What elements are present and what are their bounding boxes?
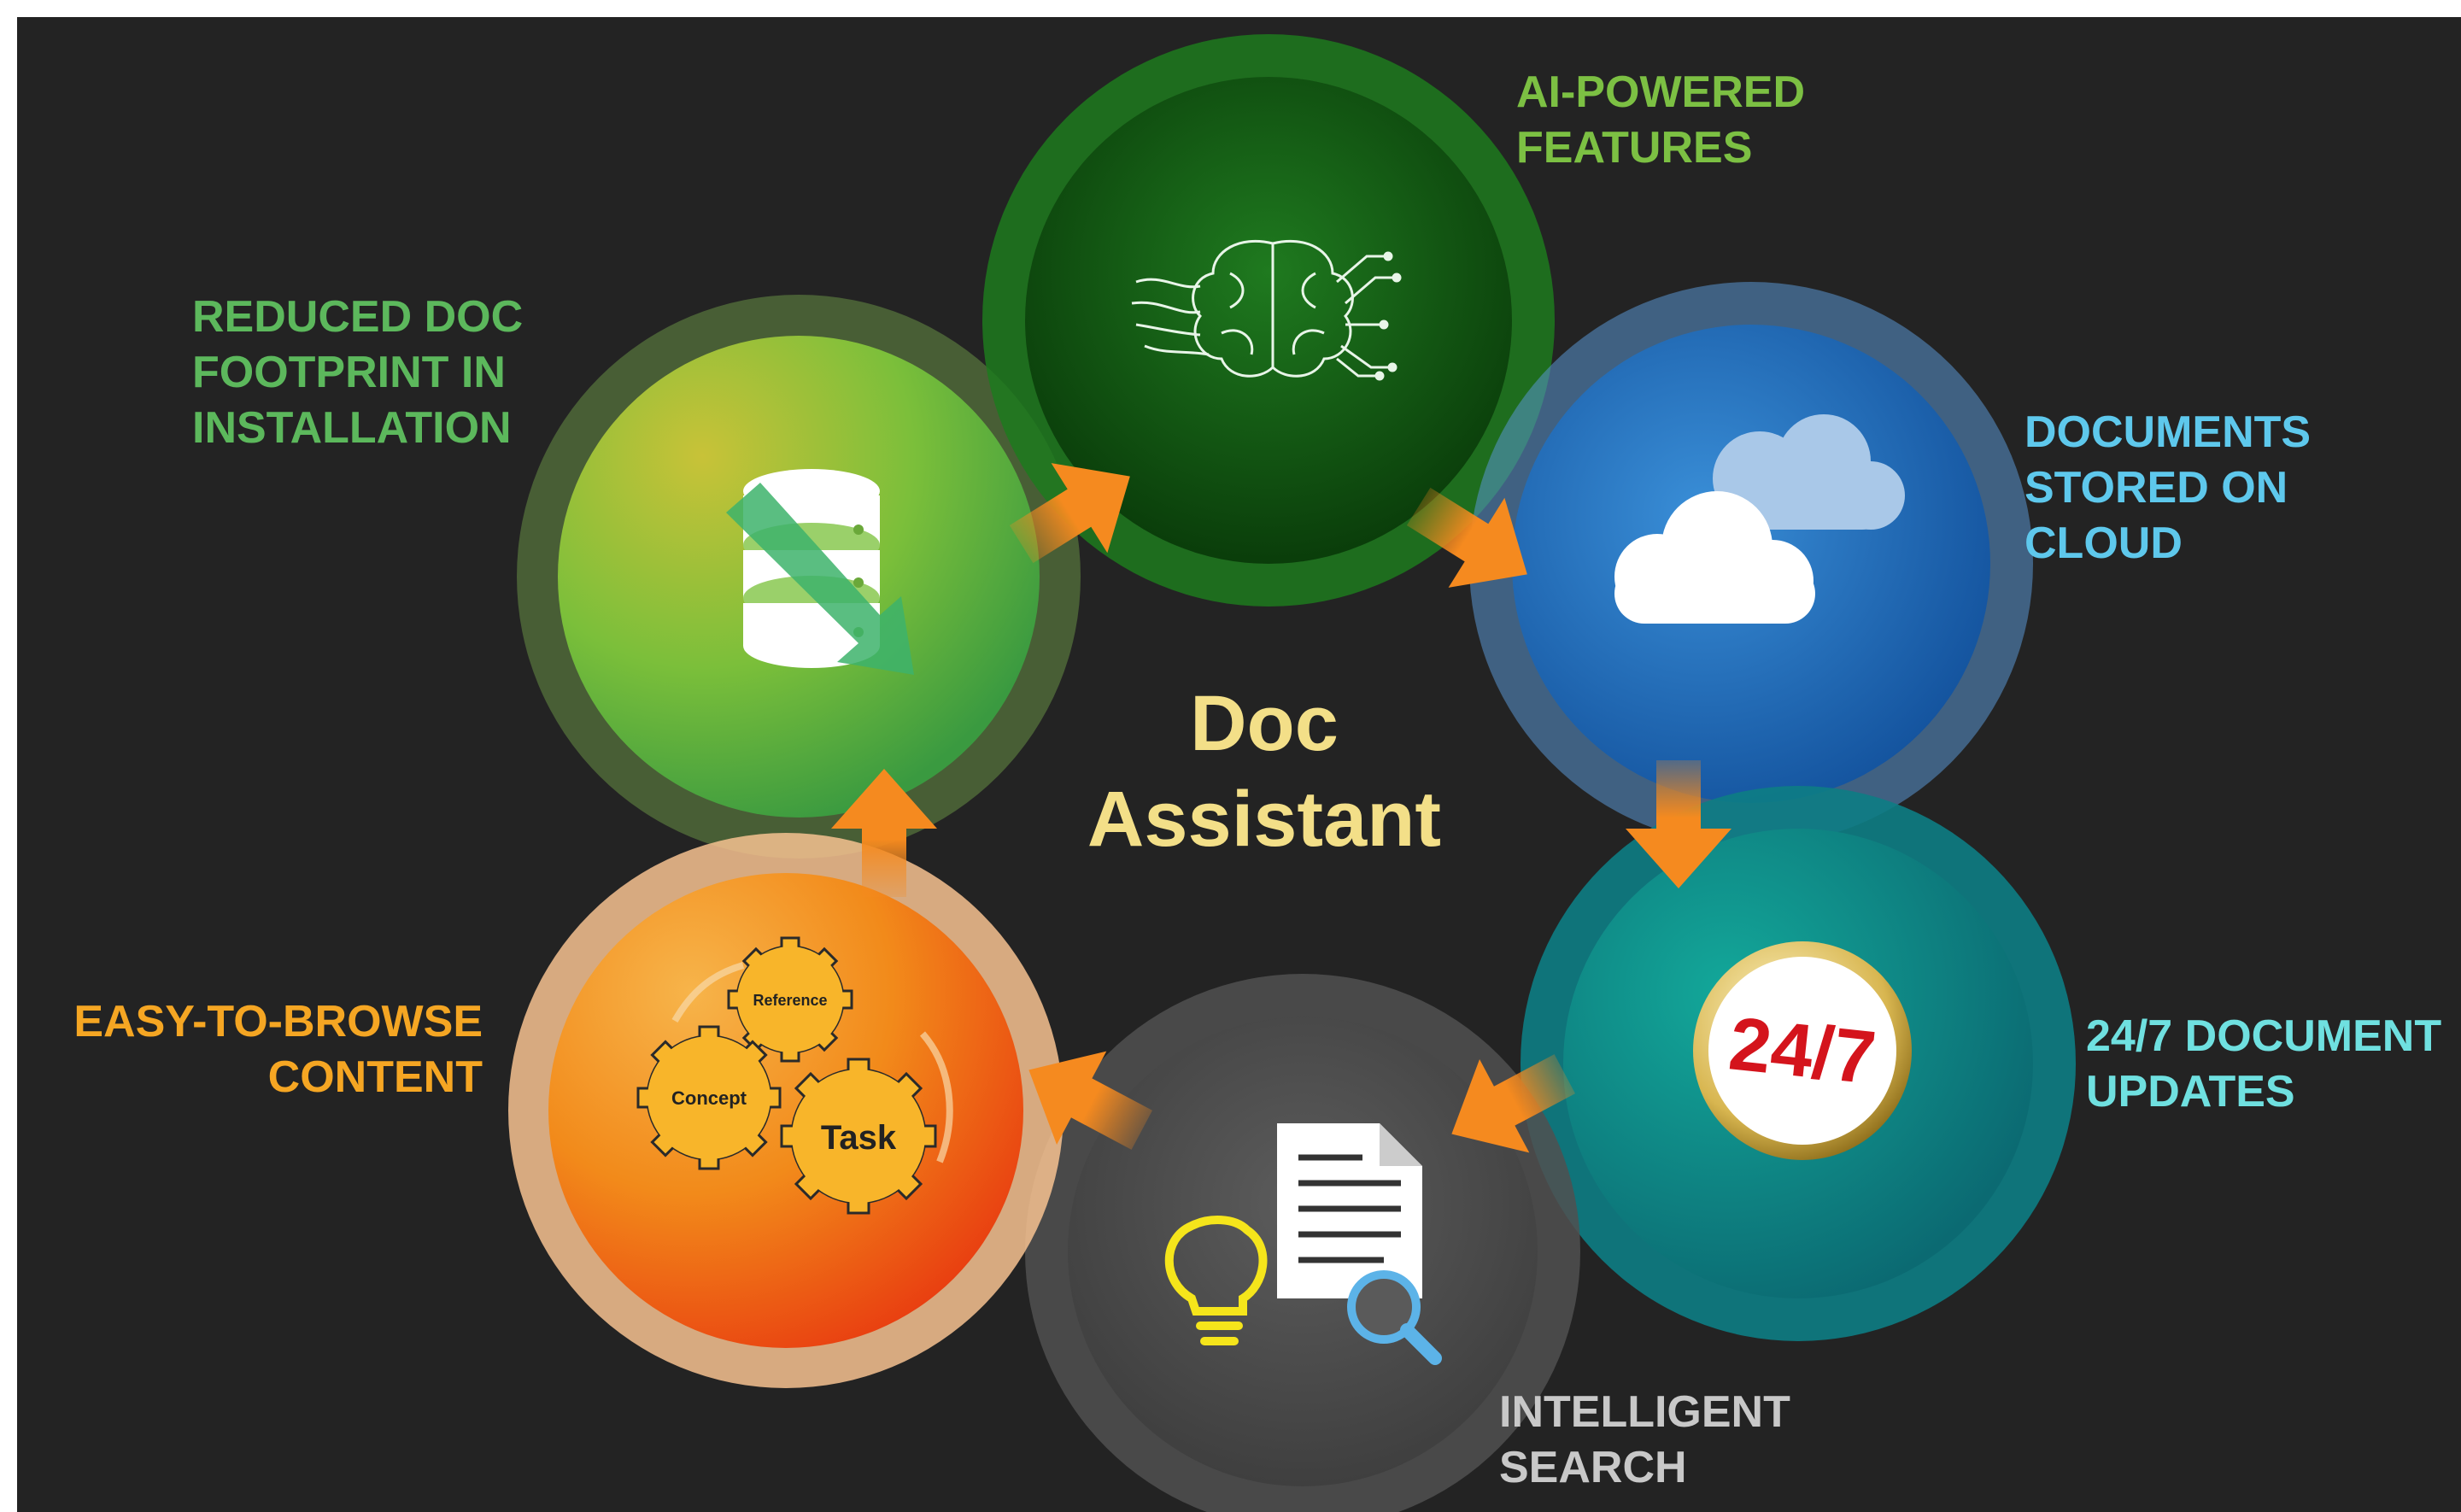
badge-24-7-text: 24/7: [1726, 1000, 1880, 1099]
database-icon: [726, 469, 914, 675]
label-updates: 24/7 DOCUMENT UPDATES: [2086, 1011, 2441, 1116]
gears-icon: Reference Concept Task: [636, 936, 953, 1215]
label-browse-line-1: EASY-TO-BROWSE: [73, 997, 483, 1046]
label-footprint-line-2: FOOTPRINT IN: [192, 348, 506, 397]
label-browse: EASY-TO-BROWSE CONTENT: [73, 997, 483, 1102]
label-ai-line-1: AI-POWERED: [1516, 67, 1805, 117]
label-browse-line-2: CONTENT: [268, 1052, 483, 1102]
circle-browse: Reference Concept Task: [508, 833, 1064, 1388]
label-search-line-1: INTELLIGENT: [1499, 1387, 1790, 1437]
label-cloud-line-1: DOCUMENTS: [2024, 407, 2311, 457]
label-footprint-line-3: INSTALLATION: [192, 403, 512, 453]
circle-updates: 24/7: [1521, 786, 2076, 1341]
label-search-line-2: SEARCH: [1499, 1443, 1687, 1492]
label-footprint-line-1: REDUCED DOC: [192, 292, 523, 342]
label-updates-line-2: UPDATES: [2086, 1067, 2295, 1116]
title-line-1: Doc: [1190, 680, 1339, 767]
circle-search: [1025, 974, 1580, 1512]
label-updates-line-1: 24/7 DOCUMENT: [2086, 1011, 2441, 1061]
doc-assistant-cycle-diagram: Doc Assistant: [73, 34, 2441, 1512]
clock-24-7-icon: 24/7: [1693, 941, 1912, 1160]
label-ai-line-2: FEATURES: [1516, 123, 1752, 173]
brain-circuit-icon: [1131, 239, 1402, 381]
document-search-icon: [1277, 1123, 1442, 1365]
lightbulb-icon: [1164, 1216, 1268, 1345]
title-line-2: Assistant: [1087, 776, 1441, 863]
label-cloud: DOCUMENTS STORED ON CLOUD: [2024, 407, 2311, 568]
gear-concept-label: Concept: [671, 1087, 747, 1109]
label-cloud-line-3: CLOUD: [2024, 519, 2183, 568]
gear-task-label: Task: [821, 1119, 897, 1157]
circle-cloud: [1469, 282, 2033, 846]
label-ai: AI-POWERED FEATURES: [1516, 67, 1805, 173]
label-footprint: REDUCED DOC FOOTPRINT IN INSTALLATION: [192, 292, 523, 453]
label-search: INTELLIGENT SEARCH: [1499, 1387, 1790, 1492]
diagram-canvas: Doc Assistant: [17, 17, 2461, 1512]
gear-reference-label: Reference: [753, 992, 827, 1009]
circle-ai: [982, 34, 1555, 607]
cloud-icon: [1614, 414, 1905, 624]
center-title: Doc Assistant: [1087, 680, 1441, 863]
circle-footprint: [517, 295, 1081, 859]
label-cloud-line-2: STORED ON: [2024, 463, 2288, 513]
